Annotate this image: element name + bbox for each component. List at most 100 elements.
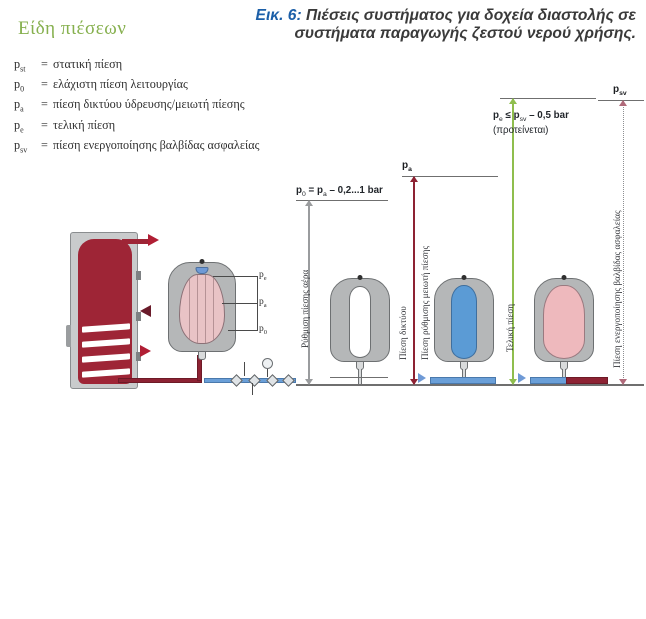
dimension-air-pressure (304, 200, 313, 385)
legend-item: psv = πίεση ενεργοποίησης βαλβίδας ασφαλ… (14, 138, 304, 155)
vessel-base-line (330, 377, 388, 379)
vessel-membrane-water (451, 285, 477, 359)
expansion-vessel-detail (168, 259, 236, 360)
dim-label-mains: Πίεση δικτύου (398, 306, 408, 360)
ground-line (296, 384, 644, 386)
flow-arrow-blue (518, 373, 526, 383)
relief-stem (244, 362, 245, 376)
expansion-vessel-expanded (534, 275, 594, 370)
legend-text: πίεση δικτύου ύδρευσης/μειωτή πίεσης (53, 97, 245, 112)
legend-equals: = (41, 117, 48, 132)
formula-note: (προτείνεται) (493, 125, 549, 136)
heating-coil (82, 323, 130, 333)
legend-equals: = (41, 137, 48, 152)
figure-canvas: Είδη πιέσεων pst = στατική πίεση p0 = ελ… (14, 7, 644, 395)
page-title: Είδη πιέσεων (18, 18, 127, 39)
vessel-stem (562, 369, 566, 381)
legend-item: pa = πίεση δικτύου ύδρευσης/μειωτή πίεση… (14, 97, 304, 114)
tank-port (136, 352, 141, 361)
callout-leader (228, 330, 257, 331)
tank-connection-pipe (118, 378, 202, 383)
dim-label-final: Τελική πίεση (505, 303, 515, 352)
legend-equals: = (41, 77, 48, 92)
air-valve-icon (461, 275, 467, 280)
legend-text: πίεση ενεργοποίησης βαλβίδας ασφαλείας (53, 137, 260, 152)
tank-flange (66, 325, 71, 347)
dim-tick-top (296, 200, 388, 202)
pressure-gauge-icon (262, 358, 273, 369)
air-valve-icon (561, 275, 567, 280)
formula-pe-psv: pe ≤ psv – 0,5 bar (493, 110, 569, 123)
callout-label-pa: pa (259, 297, 267, 309)
dimension-mains-pressure (409, 176, 418, 385)
legend-symbol: pe (14, 117, 24, 135)
flow-arrow-out-bottom (140, 345, 151, 357)
callout-spine (257, 276, 258, 331)
legend-text: στατική πίεση (53, 57, 123, 71)
legend-item: pe = τελική πίεση (14, 118, 304, 135)
safety-arrow-bottom (618, 376, 627, 385)
legend-item: pst = στατική πίεση (14, 57, 304, 74)
dimension-safety-valve (623, 101, 624, 384)
flow-arrow-blue (418, 373, 426, 383)
pressure-reducer-icon (266, 374, 279, 387)
callout-leader (213, 276, 257, 277)
outlet-pipe-red (566, 377, 608, 384)
flow-arrow-in (140, 305, 151, 317)
vessel-stem (462, 369, 466, 381)
dim-label-reducer: Πίεση ρύθμισης μειωτή πίεσης (420, 245, 430, 360)
legend-symbol: psv (14, 137, 28, 155)
dim-label-safety-valve: Πίεση ενεργοποίησης βαλβίδας ασφαλείας (612, 210, 622, 368)
top-label-psv: psv (613, 84, 627, 97)
safety-valve-icon (282, 374, 295, 387)
vessel-membrane-expanded (543, 285, 585, 359)
water-heater-tank (66, 232, 141, 389)
legend-text: ελάχιστη πίεση λειτουργίας (53, 77, 188, 92)
vessel-neck (195, 267, 209, 274)
tank-port (136, 271, 141, 280)
figure-title: Εικ. 6: Πιέσεις συστήματος για δοχεία δι… (244, 7, 636, 44)
tank-outlet-pipe (122, 239, 150, 244)
air-valve-icon (357, 275, 363, 280)
legend-text: τελική πίεση (53, 117, 116, 132)
gauge-stem (267, 369, 268, 377)
callout-label-p0: p0 (259, 324, 267, 336)
vessel-membrane (179, 274, 225, 344)
legend-equals: = (41, 57, 48, 71)
vessel-membrane-empty (349, 286, 371, 358)
heating-coil (82, 368, 130, 378)
air-valve-icon (199, 259, 205, 264)
legend-symbol: pa (14, 97, 24, 114)
inlet-pipe-blue (530, 377, 568, 384)
flow-arrow-out-top (148, 234, 159, 246)
tank-water-body (78, 239, 132, 384)
legend-symbol: pst (14, 57, 26, 74)
legend-item: p0 = ελάχιστη πίεση λειτουργίας (14, 77, 304, 94)
figure-title-text: Πιέσεις συστήματος για δοχεία διαστολής … (294, 7, 636, 43)
dim-tick-top (500, 98, 596, 100)
heating-coil (82, 353, 130, 363)
legend-equals: = (41, 97, 48, 112)
check-valve-icon (230, 374, 243, 387)
vessel-stem (358, 369, 362, 384)
legend-symbol: p0 (14, 77, 25, 94)
formula-p0: p0 = pa – 0,2...1 bar (296, 185, 383, 198)
expansion-vessel-water (434, 275, 494, 370)
safety-arrow-top (618, 100, 627, 109)
heating-coil (82, 338, 130, 348)
inlet-pipe-blue (430, 377, 496, 384)
figure-number: Εικ. 6: (255, 7, 302, 24)
tank-port (136, 312, 141, 321)
pressure-legend: pst = στατική πίεση p0 = ελάχιστη πίεση … (14, 57, 304, 158)
dim-tick-top (402, 176, 498, 178)
callout-leader (222, 303, 257, 304)
dimension-final-pressure (508, 98, 517, 385)
shutoff-valve-icon (248, 374, 261, 387)
membrane-folds (180, 275, 224, 343)
callout-label-pe: pe (259, 270, 267, 282)
drain-stem (252, 383, 253, 395)
expansion-vessel-empty (330, 275, 390, 370)
top-label-pa: pa (402, 160, 412, 173)
dim-label-air-pressure: Ρύθμιση πίεσης αέρα (300, 269, 310, 348)
vessel-foot (198, 351, 206, 360)
